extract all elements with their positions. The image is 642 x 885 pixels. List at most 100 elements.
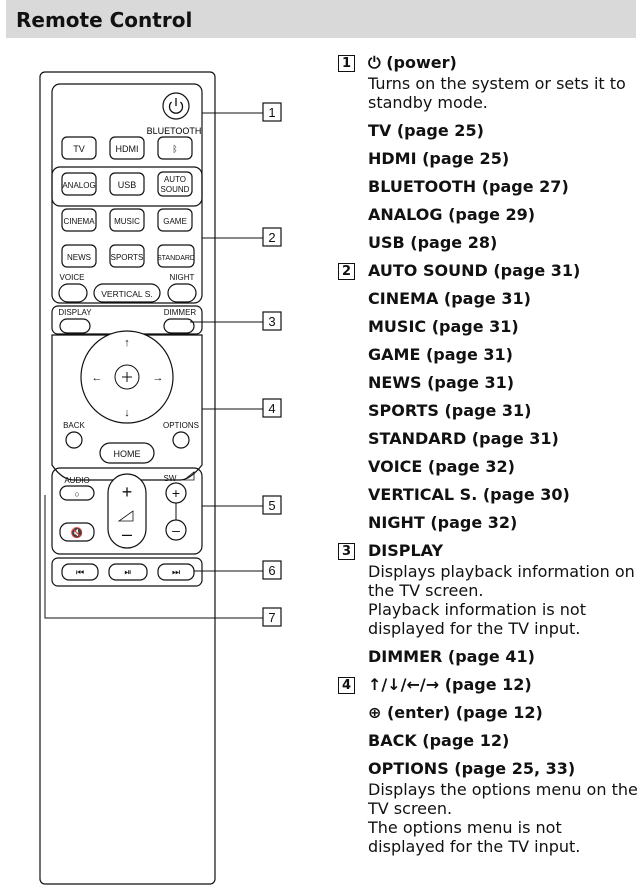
entry-3-title: DISPLAY	[368, 541, 444, 560]
volume-rocker[interactable]	[107, 473, 147, 549]
options-button[interactable]	[172, 431, 190, 449]
entry-4-desc-2: The options menu is not displayed for th…	[368, 818, 581, 856]
voice-button[interactable]	[58, 283, 88, 303]
auto-sound-button[interactable]	[157, 171, 193, 197]
auto-label: AUTO	[164, 175, 186, 184]
standard-button[interactable]	[157, 244, 195, 268]
entry-4-desc-1: Displays the options menu on the TV scre…	[368, 780, 638, 818]
callout-box-4	[262, 398, 282, 418]
news-label: NEWS	[67, 253, 91, 262]
music-button[interactable]	[109, 208, 145, 232]
group-outline-5	[51, 467, 203, 555]
entry-2-sub-2: MUSIC (page 31)	[368, 317, 519, 336]
sound-label: SOUND	[161, 185, 190, 194]
entry-1-sub-4: ANALOG (page 29)	[368, 205, 536, 224]
volume-down-icon: –	[122, 524, 132, 544]
bluetooth-icon: ᛒ	[172, 144, 177, 154]
analog-label: ANALOG	[62, 181, 95, 190]
entry-4-sub-1: ⊕ (enter) (page 12)	[368, 703, 543, 722]
callout-box-6	[262, 560, 282, 580]
entry-2-sub-1: CINEMA (page 31)	[368, 289, 531, 308]
navigation-pad[interactable]	[80, 330, 174, 424]
entry-1-desc: Turns on the system or sets it to standb…	[368, 74, 626, 112]
right-arrow-icon[interactable]: →	[153, 372, 164, 384]
entry-1-sub-2: HDMI (page 25)	[368, 149, 510, 168]
tv-label: TV	[73, 144, 85, 154]
callout-box-3	[262, 311, 282, 331]
callout-3: 3	[268, 314, 275, 329]
callout-box-5	[262, 495, 282, 515]
callout-box-2	[262, 227, 282, 247]
back-button[interactable]	[65, 431, 83, 449]
vertical-s-label: VERTICAL S.	[101, 289, 153, 299]
news-button[interactable]	[61, 244, 97, 268]
next-button[interactable]	[157, 563, 195, 581]
play-pause-icon: ⏯	[124, 567, 131, 577]
entry-2-sub-8: VERTICAL S. (page 30)	[368, 485, 570, 504]
volume-up-icon: +	[122, 482, 133, 502]
entry-3: 3 DISPLAY Displays playback information …	[338, 541, 640, 666]
standard-label: STANDARD	[157, 255, 195, 262]
voice-label: VOICE	[60, 273, 85, 282]
usb-button[interactable]	[109, 172, 145, 196]
entry-1-sub-1: TV (page 25)	[368, 121, 484, 140]
section-header: Remote Control	[6, 0, 636, 38]
night-button[interactable]	[167, 283, 197, 303]
power-button[interactable]	[162, 92, 190, 120]
mute-button[interactable]	[59, 522, 95, 542]
sw-label: SW	[164, 474, 177, 483]
entry-3-sub: DIMMER (page 41)	[368, 647, 535, 666]
display-button[interactable]	[59, 318, 91, 334]
entry-1-sub-5: USB (page 28)	[368, 233, 498, 252]
entry-2-sub-7: VOICE (page 32)	[368, 457, 515, 476]
home-button[interactable]	[99, 442, 155, 464]
volume-level-icon	[117, 510, 134, 522]
entry-2-sub-9: NIGHT (page 32)	[368, 513, 518, 532]
up-arrow-icon[interactable]: ↑	[124, 337, 130, 349]
entry-3-desc-1: Displays playback information on the TV …	[368, 562, 635, 600]
remote-control-illustration: BLUETOOTH TV HDMI ᛒ ANALOG USB AUTO SOUN…	[39, 71, 282, 885]
entry-2-sub-6: STANDARD (page 31)	[368, 429, 559, 448]
callout-2: 2	[268, 230, 275, 245]
game-label: GAME	[163, 217, 187, 226]
down-arrow-icon[interactable]: ↓	[124, 407, 130, 419]
callout-box-1	[262, 102, 282, 122]
entry-4-sub-3: OPTIONS (page 25, 33)	[368, 759, 576, 778]
entry-2-title: AUTO SOUND (page 31)	[368, 261, 581, 280]
vertical-s-button[interactable]	[93, 283, 161, 303]
dimmer-button[interactable]	[163, 318, 195, 334]
left-arrow-icon[interactable]: ←	[92, 372, 103, 384]
section-title: Remote Control	[16, 8, 193, 32]
cinema-button[interactable]	[61, 208, 97, 232]
previous-button[interactable]	[61, 563, 99, 581]
entry-2-sub-5: SPORTS (page 31)	[368, 401, 532, 420]
entry-4: 4 ↑/↓/←/→ (page 12) ⊕ (enter) (page 12) …	[338, 675, 640, 856]
tv-button[interactable]	[61, 136, 97, 160]
subwoofer-plus-icon: +	[172, 485, 180, 501]
analog-button[interactable]	[61, 172, 97, 196]
night-label: NIGHT	[170, 273, 195, 282]
cinema-label: CINEMA	[63, 217, 95, 226]
previous-icon: ⏮	[76, 567, 84, 577]
entry-3-desc-2: Playback information is not displayed fo…	[368, 600, 586, 638]
entry-4-sub-2: BACK (page 12)	[368, 731, 510, 750]
callout-7: 7	[268, 610, 275, 625]
bluetooth-button[interactable]	[157, 136, 193, 160]
entry-number-2: 2	[338, 263, 355, 280]
audio-label: AUDIO	[64, 476, 89, 485]
entry-1-sub-3: BLUETOOTH (page 27)	[368, 177, 569, 196]
entry-2-sub-4: NEWS (page 31)	[368, 373, 515, 392]
game-button[interactable]	[157, 208, 193, 232]
usb-label: USB	[118, 180, 137, 190]
audio-button[interactable]	[59, 485, 95, 501]
group-outline-2	[51, 166, 203, 304]
sports-button[interactable]	[109, 244, 145, 268]
hdmi-button[interactable]	[109, 136, 145, 160]
options-label: OPTIONS	[163, 421, 199, 430]
callout-1: 1	[268, 105, 275, 120]
entry-number-4: 4	[338, 677, 355, 694]
group-outline-1	[51, 83, 203, 207]
mute-icon: 🔇	[71, 526, 83, 539]
play-pause-button[interactable]	[108, 563, 148, 581]
callout-6: 6	[268, 563, 275, 578]
